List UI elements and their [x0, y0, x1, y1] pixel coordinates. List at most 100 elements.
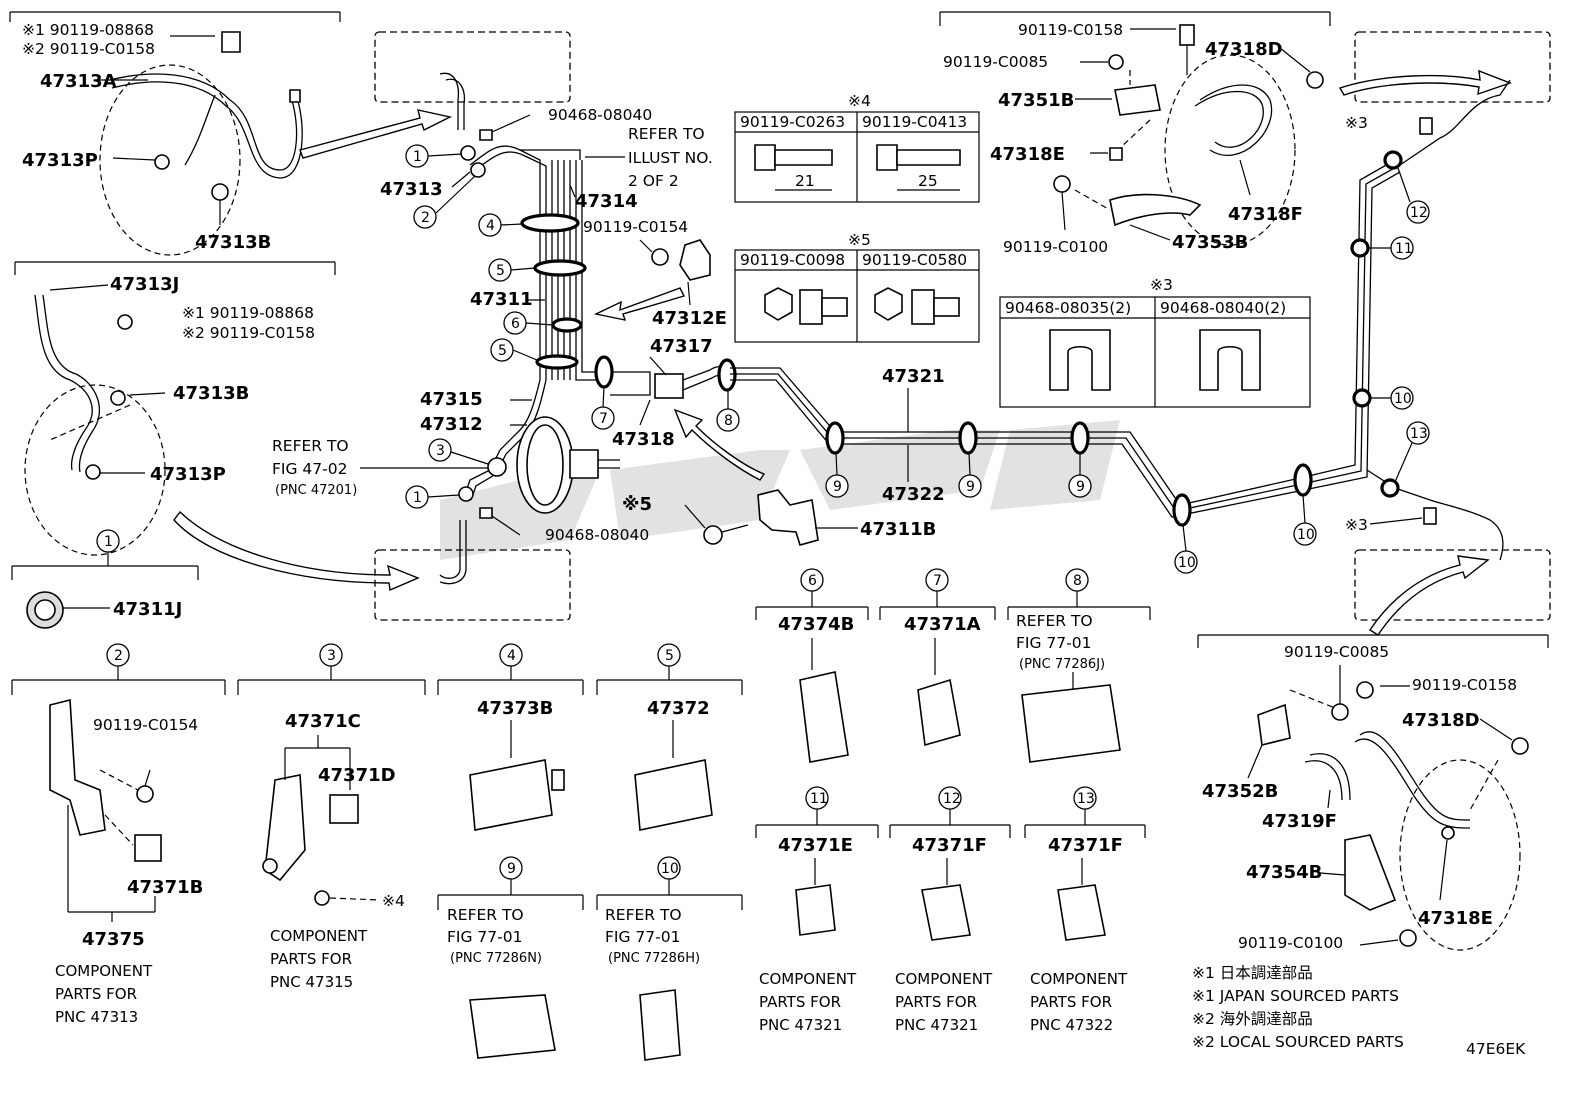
- refer-illust-3: 2 OF 2: [628, 172, 679, 190]
- label-47313P: 47313P: [22, 150, 98, 171]
- note-x3-b: ※3: [1345, 516, 1368, 534]
- svg-text:9: 9: [833, 479, 842, 495]
- bolt-label-90119-C0100-b: 90119-C0100: [1238, 934, 1343, 952]
- svg-text:3: 3: [327, 648, 336, 664]
- clip-label-90468-08040-b: 90468-08040: [545, 526, 649, 544]
- svg-text:8: 8: [724, 413, 733, 429]
- label-47313P-b: 47313P: [150, 464, 226, 485]
- label-47317: 47317: [650, 336, 713, 357]
- label-47311B: 47311B: [860, 519, 936, 540]
- refer-fig7701-9-1: REFER TO: [447, 906, 524, 924]
- master-cylinder-area: 1 2 4 5 6 5 7 3 1 47313 47314 47311 4731…: [272, 31, 936, 621]
- bolt-label-90119-C0158-d: 90119-C0158: [1412, 676, 1517, 694]
- legend-1-jp: ※1 日本調達部品: [1192, 964, 1313, 982]
- component-8: 8 REFER TO FIG 77-01 (PNC 77286J): [1007, 568, 1151, 763]
- legend-2-en: ※2 LOCAL SOURCED PARTS: [1192, 1033, 1404, 1051]
- label-47312: 47312: [420, 414, 483, 435]
- refer-fig4702-3: (PNC 47201): [275, 483, 357, 498]
- table-x3-col2: 90468-08040(2): [1160, 299, 1286, 317]
- table-x3-col1: 90468-08035(2): [1005, 299, 1131, 317]
- refer-fig4702-2: FIG 47-02: [272, 460, 347, 478]
- svg-text:11: 11: [810, 791, 828, 807]
- svg-text:5: 5: [496, 263, 505, 279]
- label-47374B: 47374B: [778, 614, 854, 635]
- rear-right-hose-group: 90119-C0085 90119-C0158 47318D 47352B 47…: [1192, 634, 1549, 1058]
- component-6: 6 47374B: [755, 568, 869, 763]
- hose-group-front-left: 47313J ※1 90119-08868 ※2 90119-C0158 473…: [14, 261, 420, 592]
- refer-illust-2: ILLUST NO.: [628, 149, 713, 167]
- legend-1-en: ※1 JAPAN SOURCED PARTS: [1192, 987, 1399, 1005]
- component-47321a-line3: PNC 47321: [759, 1016, 842, 1034]
- component-47321b-line1: COMPONENT: [895, 970, 993, 988]
- svg-text:12: 12: [943, 791, 961, 807]
- svg-text:13: 13: [1410, 426, 1428, 442]
- refer-fig7701-10-2: FIG 77-01: [605, 928, 680, 946]
- bolt-label-90119-C0085-a: 90119-C0085: [943, 53, 1048, 71]
- svg-text:13: 13: [1077, 791, 1095, 807]
- component-5: 5 47372: [596, 643, 743, 831]
- component-47313-line1: COMPONENT: [55, 962, 153, 980]
- component-12: 12 47371F COMPONENT PARTS FOR PNC 47321: [889, 786, 1011, 1034]
- label-47373B: 47373B: [477, 698, 553, 719]
- component-47322-line3: PNC 47322: [1030, 1016, 1113, 1034]
- label-47371B: 47371B: [127, 877, 203, 898]
- label-47371F-b: 47371F: [1048, 835, 1123, 856]
- svg-text:2: 2: [421, 210, 430, 226]
- note-x4-small: ※4: [382, 892, 405, 910]
- label-47311: 47311: [470, 289, 533, 310]
- refer-fig7701-9-3: (PNC 77286N): [450, 951, 542, 966]
- rear-left-hose-group: 90119-C0158 90119-C0085 47318D 47351B 47…: [939, 11, 1331, 256]
- label-47318E-b: 47318E: [1418, 908, 1493, 929]
- label-47318E-a: 47318E: [990, 144, 1065, 165]
- watermark-logo: [440, 420, 1120, 560]
- bolt-label-90119-08868-b: ※1 90119-08868: [182, 304, 314, 322]
- refer-illust-1: REFER TO: [628, 125, 705, 143]
- component-47315-line3: PNC 47315: [270, 973, 353, 991]
- diagram-code: 47E6EK: [1466, 1040, 1526, 1058]
- table-x4-title: ※4: [848, 92, 871, 110]
- grommet-group: 1 47311J: [11, 529, 199, 629]
- svg-text:1: 1: [104, 534, 113, 550]
- svg-text:9: 9: [1076, 479, 1085, 495]
- label-47354B: 47354B: [1246, 862, 1322, 883]
- label-47313B-b: 47313B: [173, 383, 249, 404]
- bolt-label-90119-C0154-a: 90119-C0154: [583, 218, 688, 236]
- component-47321b-line3: PNC 47321: [895, 1016, 978, 1034]
- refer-fig7701-10-1: REFER TO: [605, 906, 682, 924]
- label-47352B: 47352B: [1202, 781, 1278, 802]
- label-47353B: 47353B: [1172, 232, 1248, 253]
- table-x3-title: ※3: [1150, 276, 1173, 294]
- label-47318D-a: 47318D: [1205, 39, 1283, 60]
- component-47315-line2: PARTS FOR: [270, 950, 352, 968]
- label-47371E: 47371E: [778, 835, 853, 856]
- svg-text:10: 10: [1394, 391, 1412, 407]
- label-47371F-a: 47371F: [912, 835, 987, 856]
- svg-text:4: 4: [486, 218, 495, 234]
- table-x4-dim2: 25: [918, 172, 938, 190]
- svg-text:1: 1: [413, 490, 422, 506]
- refer-fig7701-8-3: (PNC 77286J): [1019, 657, 1105, 672]
- note-x5: ※5: [622, 494, 652, 515]
- svg-text:9: 9: [507, 861, 516, 877]
- hose-group-front-right: 47313A 47313P 47313B ※1 90119-08868 ※2 9…: [9, 11, 453, 256]
- bolt-label-90119-C0158-c: 90119-C0158: [1018, 21, 1123, 39]
- label-47313J: 47313J: [110, 274, 179, 295]
- component-47313-line2: PARTS FOR: [55, 985, 137, 1003]
- label-47311J: 47311J: [113, 599, 182, 620]
- svg-text:3: 3: [436, 443, 445, 459]
- label-47313A: 47313A: [40, 71, 117, 92]
- label-47351B: 47351B: [998, 90, 1074, 111]
- label-47312E: 47312E: [652, 308, 727, 329]
- component-47322-line1: COMPONENT: [1030, 970, 1128, 988]
- table-x5-col1: 90119-C0098: [740, 251, 845, 269]
- component-47322-line2: PARTS FOR: [1030, 993, 1112, 1011]
- table-x5-col2: 90119-C0580: [862, 251, 967, 269]
- label-47319F: 47319F: [1262, 811, 1337, 832]
- component-47321a-line2: PARTS FOR: [759, 993, 841, 1011]
- refer-fig4702-1: REFER TO: [272, 437, 349, 455]
- table-x4-dim1: 21: [795, 172, 815, 190]
- legend-2-jp: ※2 海外調達部品: [1192, 1010, 1313, 1028]
- spec-tables: ※4 90119-C0263 90119-C0413 21 25 ※5 9011…: [734, 92, 1311, 408]
- note-x3-a: ※3: [1345, 114, 1368, 132]
- svg-text:10: 10: [661, 861, 679, 877]
